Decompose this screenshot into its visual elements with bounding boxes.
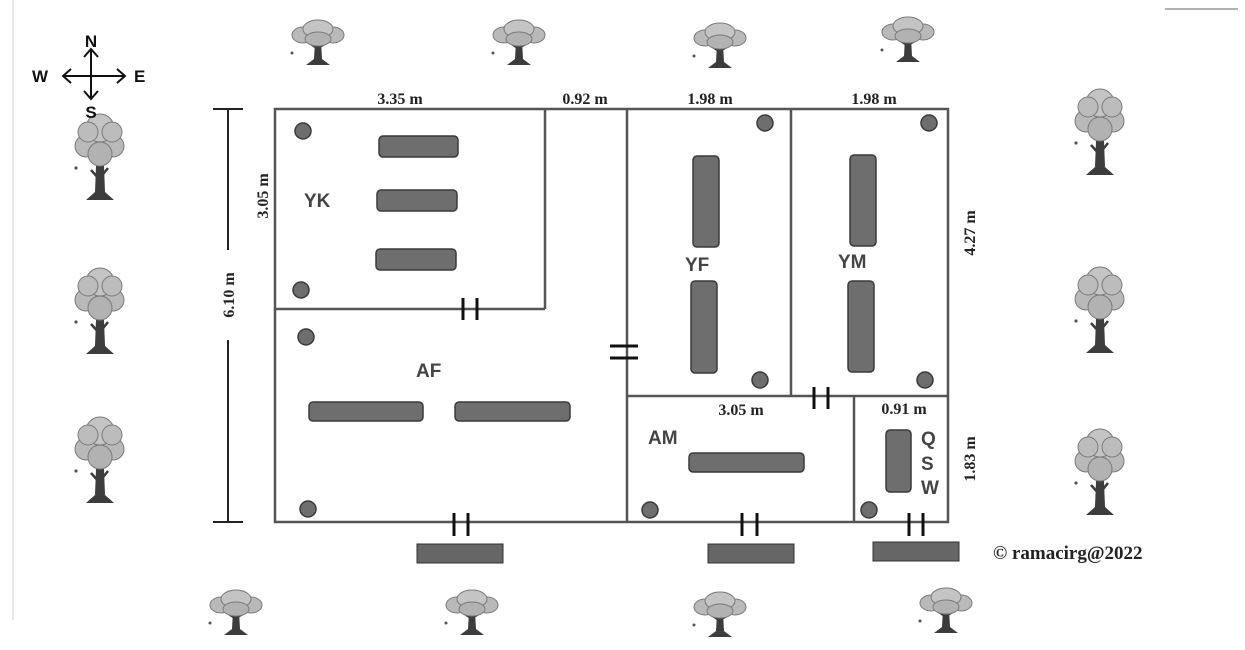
post [299, 500, 317, 518]
tree-icon [73, 266, 126, 356]
entrance-mat [416, 543, 504, 564]
post [751, 371, 769, 389]
tree-icon [289, 19, 345, 66]
room-label-qsw-2: S [921, 454, 934, 475]
room-label-af: AF [416, 361, 441, 382]
tree-icon [443, 589, 499, 636]
entrance-mat [707, 543, 795, 564]
post [294, 122, 312, 140]
room-label-yf: YF [685, 255, 709, 276]
bed [690, 280, 718, 374]
post [292, 281, 310, 299]
walls [273, 107, 950, 524]
bed [375, 248, 457, 271]
doors [452, 298, 925, 536]
outer-wall [273, 107, 950, 524]
compass: N S E W [32, 32, 145, 122]
tree-icon [73, 112, 126, 202]
post [916, 371, 934, 389]
dim-total-height: 6.10 m [221, 272, 238, 318]
bed [849, 154, 877, 247]
compass-west: W [32, 67, 49, 86]
east-arrow-icon [116, 68, 127, 84]
tree-icon [691, 22, 747, 69]
dim-am-width: 3.05 m [718, 402, 764, 419]
copyright: © ramacirg@2022 [993, 543, 1143, 564]
entrance-mats [416, 541, 960, 564]
west-arrow-icon [61, 68, 72, 84]
beds [308, 135, 912, 493]
room-label-am: AM [648, 428, 678, 449]
north-arrow-icon [83, 47, 99, 58]
dim-yf-width: 1.98 m [687, 91, 733, 108]
tree-icon [1073, 87, 1126, 177]
entrance-mat [872, 541, 960, 562]
room-label-qsw-3: W [921, 478, 939, 499]
post [641, 501, 659, 519]
dim-ym-width: 1.98 m [851, 91, 897, 108]
bed [688, 452, 805, 473]
bed [454, 401, 571, 422]
door-qsw-south [907, 513, 925, 536]
room-label-yk: YK [304, 191, 331, 212]
tree-icon [490, 19, 546, 66]
dimension-lines [213, 108, 243, 523]
compass-north: N [85, 32, 97, 51]
compass-south: S [85, 103, 96, 122]
room-label-qsw-1: Q [921, 429, 936, 450]
door-passage [610, 344, 638, 360]
bed [308, 401, 424, 422]
bed [692, 155, 720, 248]
tree-icon [879, 16, 935, 63]
tree-icon [917, 587, 973, 634]
door-yk [461, 298, 479, 320]
room-label-ym: YM [838, 252, 867, 273]
tree-icon [207, 589, 263, 636]
dim-qsw-width: 0.91 m [881, 401, 927, 418]
south-arrow-icon [83, 90, 99, 101]
door-af-south [452, 513, 470, 536]
door-ym-am [812, 387, 830, 409]
dim-east-lower-height: 1.83 m [962, 436, 979, 482]
post [297, 328, 315, 346]
bed [376, 189, 458, 212]
tree-icon [1073, 265, 1126, 355]
tree-icon [73, 415, 126, 505]
compass-east: E [134, 67, 145, 86]
bed [847, 280, 875, 373]
posts [292, 114, 938, 519]
door-am-south [740, 513, 759, 536]
tree-icon [691, 591, 747, 638]
dim-yk-width: 3.35 m [377, 91, 423, 108]
dim-passage-width: 0.92 m [562, 91, 608, 108]
dim-yk-height: 3.05 m [255, 173, 272, 219]
post [860, 501, 878, 519]
bed [885, 429, 912, 493]
post [920, 114, 938, 132]
tree-icon [1073, 427, 1126, 517]
post [756, 114, 774, 132]
dim-east-upper-height: 4.27 m [962, 210, 979, 256]
bed [378, 135, 459, 158]
